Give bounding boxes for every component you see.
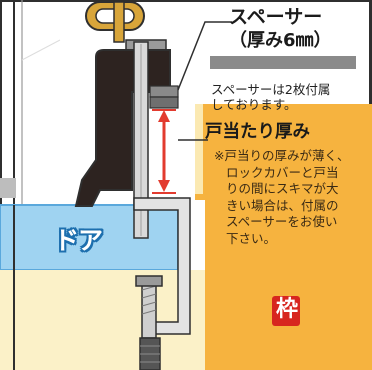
- thickness-heading: 戸当たり厚み: [205, 122, 310, 142]
- caution-line: スペーサーをお使い: [226, 214, 338, 230]
- lower-knob-grip: [140, 345, 160, 363]
- lower-nut: [135, 275, 163, 287]
- lower-screw: [141, 279, 157, 339]
- spacer-note-line-1: スペーサーは2枚付属: [211, 82, 331, 97]
- gold-knob-handle: [85, 1, 145, 43]
- wall-hint-line: [21, 39, 61, 61]
- door-lower-area: [0, 270, 205, 370]
- spacer-plate-1: [149, 85, 179, 98]
- thickness-arrow: [152, 109, 176, 194]
- caution-line: ロックカバーと戸当: [226, 164, 339, 180]
- spacer-label-bar: [210, 56, 356, 69]
- caution-note: ※戸当りの厚みが薄く、 ロックカバーと戸当 りの間にスキマが大 きい場合は、付属…: [214, 148, 368, 248]
- spacer-note: スペーサーは2枚付属 しております。: [211, 82, 366, 112]
- caution-line: 下さい。: [226, 230, 277, 246]
- spacer-thickness-title: （厚み6㎜）: [229, 30, 332, 51]
- frame-inner-edge: [195, 104, 203, 194]
- door-label: ドア: [54, 226, 103, 255]
- frame-badge: [272, 296, 300, 326]
- spacer-plate-2: [149, 96, 179, 109]
- frame-label: 枠: [276, 297, 299, 322]
- caution-line: ※戸当りの厚みが薄く、: [214, 148, 350, 163]
- door-frame: [195, 104, 372, 370]
- door-edge-strip: [0, 178, 16, 198]
- caution-line: りの間にスキマが大: [226, 181, 339, 197]
- spacer-title: スペーサー: [229, 6, 323, 28]
- spacer-leader-line: [177, 21, 232, 91]
- spacer-note-line-2: しております。: [211, 97, 297, 112]
- caution-line: きい場合は、付属の: [226, 197, 339, 213]
